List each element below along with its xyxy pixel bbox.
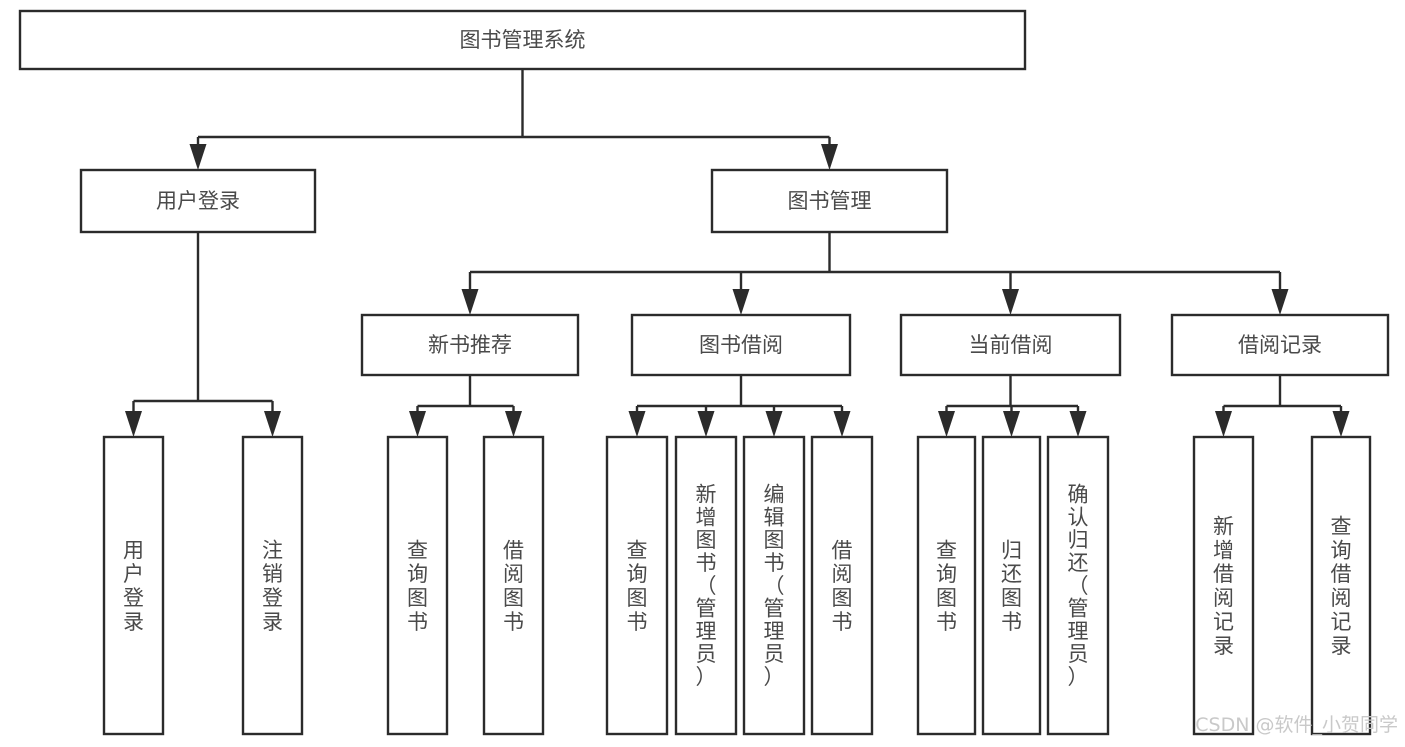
node-box-leaf_2 xyxy=(386,435,449,736)
node-label-leaf_5: 新增图书（管理员） xyxy=(696,483,717,689)
node-box-l2_1 xyxy=(710,168,949,234)
node-box-leaf_5 xyxy=(674,435,738,736)
node-label-leaf_2: 查询图书 xyxy=(407,538,428,634)
node-l2_1[interactable]: 图书管理 xyxy=(710,168,949,234)
node-box-l3_3 xyxy=(1170,313,1390,377)
node-box-leaf_12 xyxy=(1310,435,1372,736)
node-leaf_10[interactable]: 确认归还（管理员） xyxy=(1046,435,1110,736)
node-box-leaf_4 xyxy=(605,435,669,736)
node-l3_3[interactable]: 借阅记录 xyxy=(1170,313,1390,377)
node-label-leaf_3: 借阅图书 xyxy=(503,538,524,634)
node-label-leaf_6: 编辑图书（管理员） xyxy=(764,483,785,689)
node-box-leaf_10 xyxy=(1046,435,1110,736)
node-box-root xyxy=(18,9,1027,71)
node-box-leaf_3 xyxy=(482,435,545,736)
node-leaf_1[interactable]: 注销登录 xyxy=(241,435,304,736)
node-leaf_7[interactable]: 借阅图书 xyxy=(810,435,874,736)
node-box-l3_1 xyxy=(630,313,852,377)
node-label-l2_1: 图书管理 xyxy=(788,189,872,213)
node-leaf_11[interactable]: 新增借阅记录 xyxy=(1192,435,1255,736)
node-box-leaf_7 xyxy=(810,435,874,736)
node-label-leaf_0: 用户登录 xyxy=(123,538,144,634)
node-label-leaf_8: 查询图书 xyxy=(936,538,957,634)
csdn-watermark: CSDN @软件_小贺同学 xyxy=(1195,714,1398,736)
node-box-l3_2 xyxy=(899,313,1122,377)
node-root[interactable]: 图书管理系统 xyxy=(18,9,1027,71)
node-leaf_0[interactable]: 用户登录 xyxy=(102,435,165,736)
node-box-leaf_1 xyxy=(241,435,304,736)
node-label-l3_1: 图书借阅 xyxy=(699,333,783,357)
node-label-leaf_12: 查询借阅记录 xyxy=(1331,514,1352,658)
node-label-leaf_11: 新增借阅记录 xyxy=(1213,514,1234,658)
node-layer: 图书管理系统用户登录图书管理新书推荐图书借阅当前借阅借阅记录用户登录注销登录查询… xyxy=(18,9,1390,736)
node-label-l3_2: 当前借阅 xyxy=(969,333,1053,357)
node-box-l2_0 xyxy=(79,168,317,234)
node-label-leaf_7: 借阅图书 xyxy=(832,538,853,634)
node-label-root: 图书管理系统 xyxy=(460,28,586,52)
node-leaf_4[interactable]: 查询图书 xyxy=(605,435,669,736)
connector-layer xyxy=(125,69,1350,437)
node-label-leaf_10: 确认归还（管理员） xyxy=(1068,483,1089,689)
node-label-l3_0: 新书推荐 xyxy=(428,333,512,357)
node-leaf_8[interactable]: 查询图书 xyxy=(916,435,977,736)
node-box-leaf_8 xyxy=(916,435,977,736)
node-box-leaf_11 xyxy=(1192,435,1255,736)
node-box-leaf_0 xyxy=(102,435,165,736)
node-leaf_5[interactable]: 新增图书（管理员） xyxy=(674,435,738,736)
node-leaf_9[interactable]: 归还图书 xyxy=(981,435,1042,736)
node-l2_0[interactable]: 用户登录 xyxy=(79,168,317,234)
node-label-l2_0: 用户登录 xyxy=(156,189,240,213)
node-box-leaf_9 xyxy=(981,435,1042,736)
node-leaf_3[interactable]: 借阅图书 xyxy=(482,435,545,736)
node-label-leaf_4: 查询图书 xyxy=(627,538,648,634)
node-l3_0[interactable]: 新书推荐 xyxy=(360,313,580,377)
node-leaf_2[interactable]: 查询图书 xyxy=(386,435,449,736)
node-l3_1[interactable]: 图书借阅 xyxy=(630,313,852,377)
node-label-l3_3: 借阅记录 xyxy=(1238,333,1322,357)
node-l3_2[interactable]: 当前借阅 xyxy=(899,313,1122,377)
node-label-leaf_1: 注销登录 xyxy=(262,538,283,634)
node-box-l3_0 xyxy=(360,313,580,377)
node-leaf_6[interactable]: 编辑图书（管理员） xyxy=(742,435,806,736)
node-label-leaf_9: 归还图书 xyxy=(1001,538,1022,634)
node-leaf_12[interactable]: 查询借阅记录 xyxy=(1310,435,1372,736)
node-box-leaf_6 xyxy=(742,435,806,736)
